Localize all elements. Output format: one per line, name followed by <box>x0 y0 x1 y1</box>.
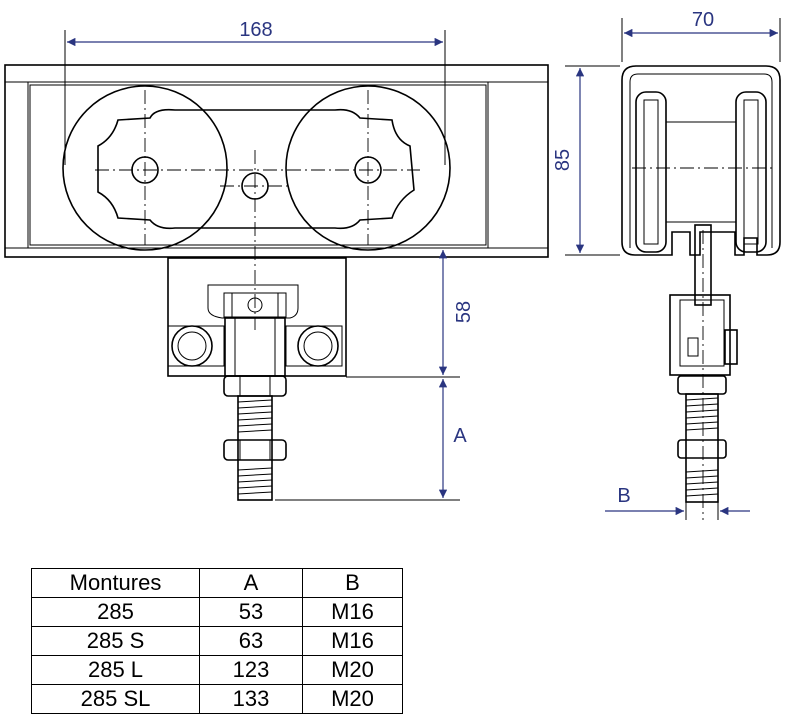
cell-a: 63 <box>199 626 303 656</box>
side-lower-nut <box>677 439 727 459</box>
dim-b-label: B <box>617 485 630 507</box>
left-wheel <box>62 85 228 251</box>
left-side-nut <box>167 325 225 367</box>
cell-a: 133 <box>199 684 303 714</box>
dim-width-label: 168 <box>239 19 272 41</box>
table-header-row: Montures A B <box>31 568 403 598</box>
dim-depth-label: 70 <box>692 9 714 31</box>
right-wheel <box>285 85 451 251</box>
cell-b: M16 <box>302 597 403 627</box>
cell-b: M16 <box>302 626 403 656</box>
dim-a-label: A <box>453 425 467 447</box>
cell-model: 285 SL <box>31 684 200 714</box>
cell-model: 285 L <box>31 655 200 685</box>
header-montures: Montures <box>31 568 200 598</box>
threaded-rod <box>237 395 273 501</box>
side-threaded-rod <box>685 393 719 503</box>
right-side-nut <box>285 325 343 367</box>
front-view: 168 58 A <box>4 19 549 501</box>
table-row: 285 S 63 M16 <box>31 626 403 656</box>
header-a: A <box>199 568 303 598</box>
table-row: 285 53 M16 <box>31 597 403 627</box>
clamp-block <box>669 294 731 376</box>
lower-hex-nut <box>223 439 287 461</box>
specification-table: Montures A B 285 53 M16 285 S 63 M16 285… <box>31 568 403 714</box>
header-b: B <box>302 568 403 598</box>
cell-model: 285 <box>31 597 200 627</box>
side-view: 70 85 B <box>552 9 781 520</box>
top-hex-nut <box>223 375 287 397</box>
channel-profile <box>621 65 781 256</box>
link-plate <box>97 108 415 230</box>
technical-drawing: 168 58 A <box>4 9 781 520</box>
cell-a: 53 <box>199 597 303 627</box>
table-row: 285 SL 133 M20 <box>31 684 403 714</box>
side-top-nut <box>677 375 727 395</box>
left-roller <box>635 91 667 253</box>
cell-b: M20 <box>302 684 403 714</box>
cell-b: M20 <box>302 655 403 685</box>
cell-a: 123 <box>199 655 303 685</box>
right-roller <box>735 91 767 253</box>
dim-height-label: 85 <box>552 149 574 171</box>
dim-drop-label: 58 <box>453 301 475 323</box>
cell-model: 285 S <box>31 626 200 656</box>
table-row: 285 L 123 M20 <box>31 655 403 685</box>
